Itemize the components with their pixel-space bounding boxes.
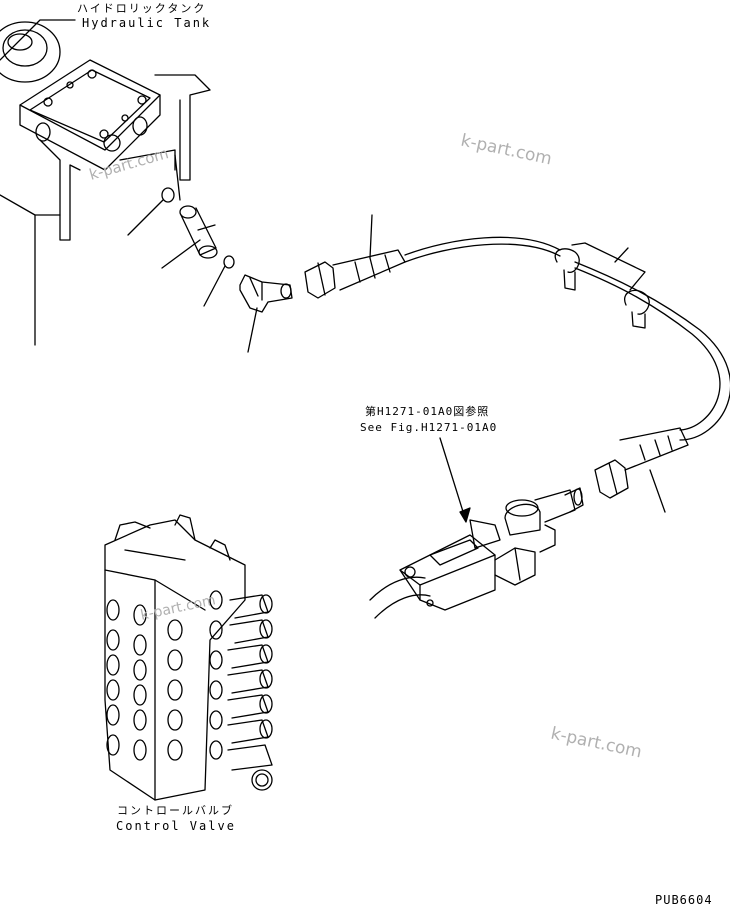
elbow-fitting [239,274,293,313]
clamp-2 [624,289,650,329]
reference-label-jp: 第H1271-01A0図参照 [365,405,490,418]
fittings [127,187,293,353]
hydraulic-tank [0,19,211,346]
control-valve-label-jp: コントロールバルブ [117,804,234,817]
o-ring-1 [161,187,175,203]
drawing-code: PUB6604 [655,893,713,907]
connector [179,205,218,259]
control-valve-label-en: Control Valve [116,819,236,833]
reference-label-en: See Fig.H1271-01A0 [360,421,498,434]
control-valve [104,514,273,801]
pilot-valve-assembly [369,437,584,619]
clamp-1 [554,248,580,291]
hydraulic-tank-label-en: Hydraulic Tank [82,16,212,30]
hydraulic-tank-label-jp: ハイドロリックタンク [77,2,207,15]
hose-assembly [304,214,730,513]
o-ring-2 [223,255,235,269]
